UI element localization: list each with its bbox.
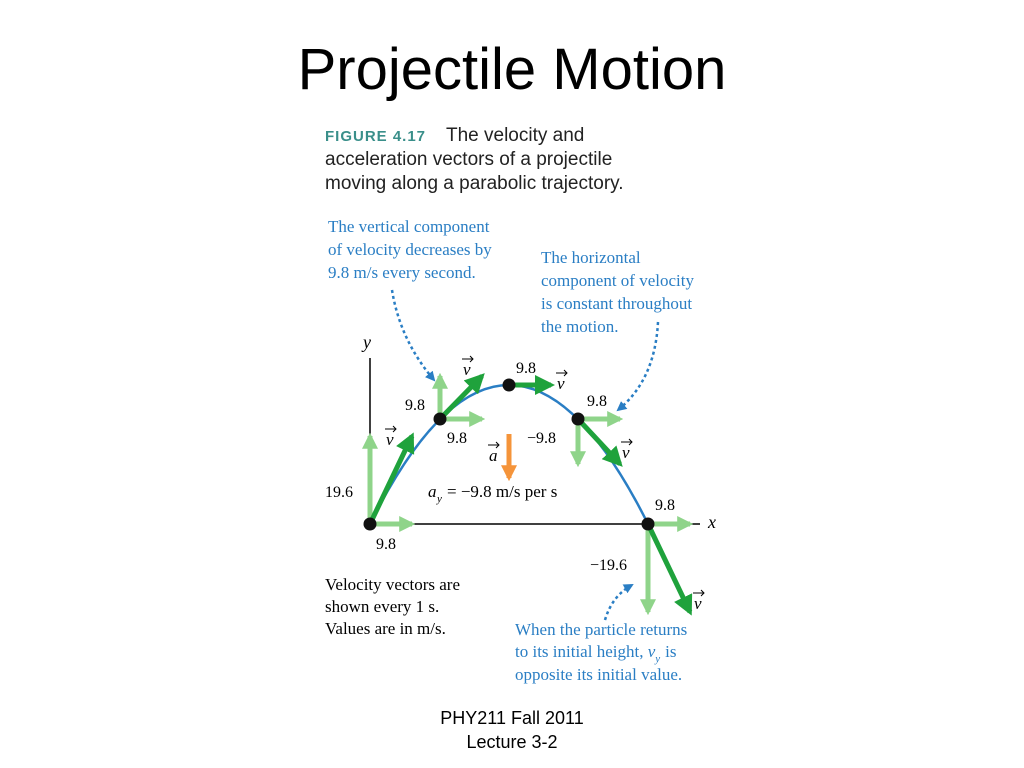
footer-course: PHY211 Fall 2011: [440, 708, 584, 728]
vector-overarrow: [488, 441, 500, 449]
v-symbol: v: [463, 360, 471, 379]
particle-positions: [363, 378, 655, 531]
horizontal-note-pointer: [616, 321, 660, 412]
return-note-line2-post: is: [665, 642, 676, 661]
t3-vx-value: 9.8: [587, 393, 607, 410]
v-symbol: v: [622, 443, 630, 462]
particle-t1: [433, 412, 447, 426]
start-vy-value: 19.6: [325, 484, 353, 501]
slide-footer: PHY211 Fall 2011 Lecture 3-2: [0, 706, 1024, 754]
vector-overarrow: [385, 425, 397, 433]
t3-velocity-arrow: [576, 417, 623, 467]
return-note-line3: opposite its initial value.: [515, 665, 682, 684]
t1-vy-value: 9.8: [405, 397, 425, 414]
ay-symbol: a: [428, 482, 437, 501]
vector-overarrow: [621, 438, 633, 446]
t3-vy-value: −9.8: [527, 430, 556, 447]
v-label-end: v: [693, 589, 705, 613]
ay-value: = −9.8 m/s per s: [447, 482, 557, 501]
v-symbol: v: [694, 594, 702, 613]
t1-velocity-arrow: [438, 373, 485, 421]
velocity-vectors: [367, 373, 693, 616]
vector-overarrow: [462, 355, 474, 363]
x-axis-label: x: [707, 512, 716, 532]
v-symbol: v: [386, 430, 394, 449]
interval-note: Velocity vectors are shown every 1 s. Va…: [325, 575, 460, 638]
v-label-t1: v: [462, 355, 474, 379]
footer-lecture: Lecture 3-2: [466, 732, 558, 752]
vy-symbol: v: [648, 642, 656, 661]
interval-note-line3: Values are in m/s.: [325, 619, 446, 638]
figure-caption-line1: The velocity and: [446, 125, 584, 146]
ay-equation: a y = −9.8 m/s per s: [428, 482, 557, 505]
vertical-component-note: The vertical component of velocity decre…: [328, 217, 492, 282]
top-vx-value: 9.8: [516, 360, 536, 377]
slide-title: Projectile Motion: [297, 37, 727, 102]
horizontal-note-line3: is constant throughout: [541, 294, 692, 313]
horizontal-note-line4: the motion.: [541, 317, 618, 336]
a-symbol: a: [489, 446, 498, 465]
vertical-note-line3: 9.8 m/s every second.: [328, 263, 476, 282]
v-label-start: v: [385, 425, 397, 449]
return-note: When the particle returns to its initial…: [515, 620, 687, 684]
vertical-note-line2: of velocity decreases by: [328, 240, 492, 259]
return-note-pointer: [603, 583, 634, 621]
end-vx-value: 9.8: [655, 497, 675, 514]
vertical-note-line1: The vertical component: [328, 217, 490, 236]
vy-subscript: y: [654, 653, 660, 665]
ay-subscript: y: [436, 493, 442, 505]
end-vy-value: −19.6: [590, 557, 627, 574]
particle-start: [363, 517, 377, 531]
start-vx-value: 9.8: [376, 536, 396, 553]
v-label-top: v: [556, 369, 568, 393]
interval-note-line1: Velocity vectors are: [325, 575, 460, 594]
vertical-note-pointer: [390, 289, 436, 382]
horizontal-note-line2: component of velocity: [541, 271, 694, 290]
figure-caption-line3: moving along a parabolic trajectory.: [325, 173, 624, 194]
figure-label: FIGURE 4.17: [325, 128, 426, 145]
particle-t3: [571, 412, 585, 426]
particle-end: [641, 517, 655, 531]
v-label-t3: v: [621, 438, 633, 462]
interval-note-line2: shown every 1 s.: [325, 597, 439, 616]
return-note-line1: When the particle returns: [515, 620, 687, 639]
a-label: a: [488, 441, 500, 465]
v-symbol: v: [557, 374, 565, 393]
vector-overarrow: [693, 589, 705, 597]
y-axis-label: y: [361, 332, 371, 352]
horizontal-note-line1: The horizontal: [541, 248, 641, 267]
start-velocity-arrow: [367, 432, 415, 526]
horizontal-component-note: The horizontal component of velocity is …: [541, 248, 694, 336]
figure-caption-line2: acceleration vectors of a projectile: [325, 149, 612, 170]
return-note-line2-pre: to its initial height,: [515, 642, 643, 661]
end-velocity-arrow: [645, 522, 693, 616]
t1-vx-value: 9.8: [447, 430, 467, 447]
vector-overarrow: [556, 369, 568, 377]
particle-top: [502, 378, 516, 392]
